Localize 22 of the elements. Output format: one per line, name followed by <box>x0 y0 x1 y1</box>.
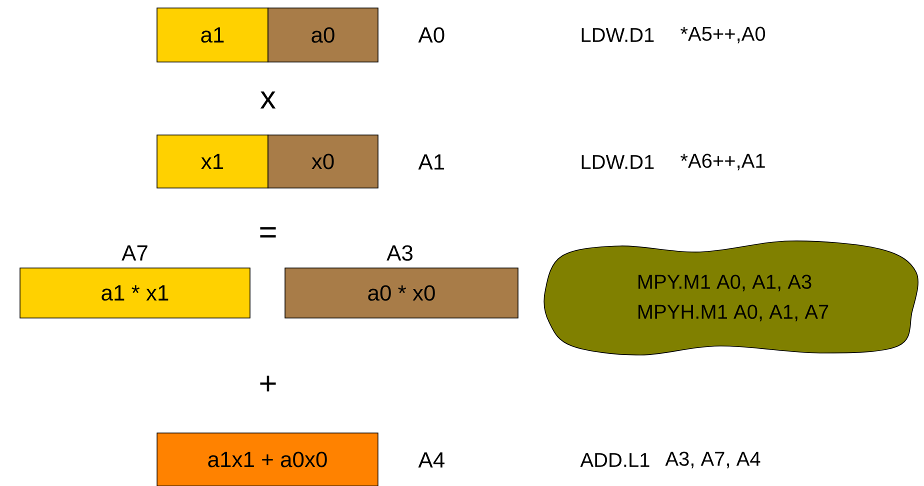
register-label: A1 <box>418 154 444 170</box>
instruction-text: A3, A7, A4 <box>665 452 760 468</box>
instruction-text: LDW.D1 <box>582 155 654 169</box>
instruction-text: *A5++,A0 <box>680 26 766 44</box>
register-box: x0 <box>268 134 378 188</box>
operator-symbol: x <box>260 92 276 108</box>
register-box: a0 * x0 <box>284 268 518 318</box>
register-label: A4 <box>418 452 444 468</box>
register-box: x1 <box>156 134 268 188</box>
operator-symbol: + <box>260 376 276 392</box>
instruction-text: ADD.L1 <box>580 453 650 467</box>
instruction-text: LDW.D1 <box>582 28 654 42</box>
instruction-text: *A6++,A1 <box>680 154 765 170</box>
register-box: a1 * x1 <box>20 268 250 318</box>
register-label: A7 <box>122 245 148 261</box>
register-box: a1 <box>156 8 268 62</box>
register-label: A3 <box>386 245 412 261</box>
operator-symbol: = <box>260 227 276 238</box>
register-label: A0 <box>418 27 444 43</box>
register-box: a0 <box>268 8 378 62</box>
register-box: a1x1 + a0x0 <box>156 432 378 486</box>
instruction-cloud: MPY.M1 A0, A1, A3 MPYH.M1 A0, A1, A7 <box>544 240 918 356</box>
